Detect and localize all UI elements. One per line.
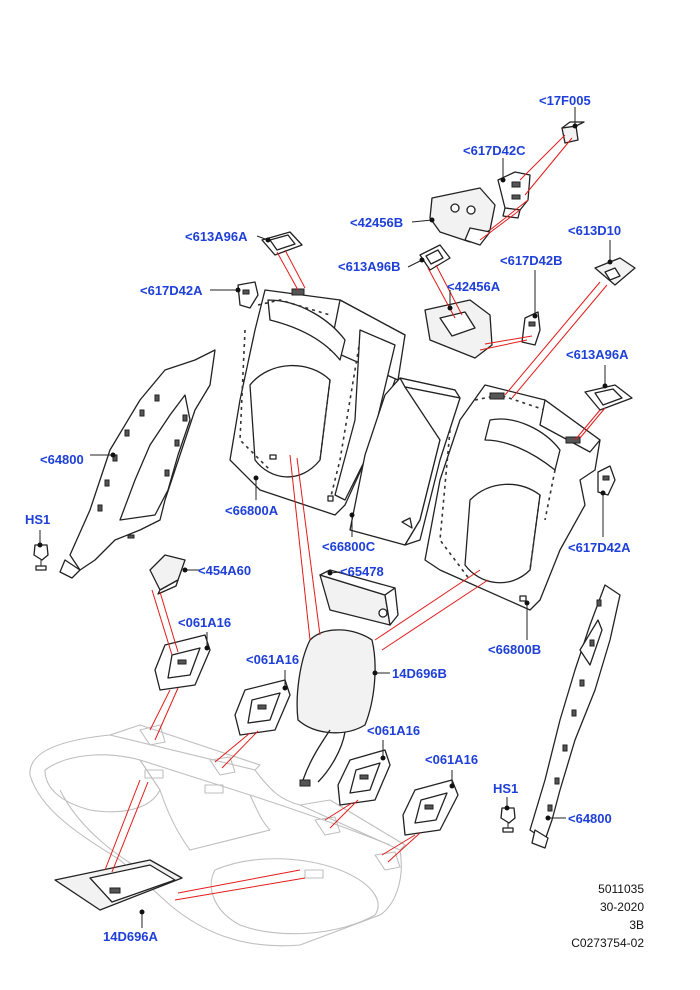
part-65478: [319, 569, 399, 626]
bezel-613A96A-right: [584, 384, 633, 411]
callout-14D696A[interactable]: 14D696A: [103, 929, 158, 944]
right-side-bolster-64800: [529, 584, 621, 849]
callout-hs1-right[interactable]: HS1: [493, 781, 519, 796]
clip-hs1-right: [500, 807, 516, 833]
guide-454A60: [149, 554, 186, 595]
heater-mat-14D696A: [54, 859, 183, 911]
seatback-right-66800B: [424, 384, 601, 611]
callout-613A96A-right[interactable]: <613A96A: [566, 347, 629, 362]
cover-613D10: [594, 257, 636, 286]
drawing-number: 5011035: [598, 882, 644, 896]
callout-66800A[interactable]: <66800A: [225, 503, 279, 518]
callout-66800B[interactable]: <66800B: [488, 642, 542, 657]
drawing-id: C0273754-02: [571, 936, 644, 950]
callout-061A16-b[interactable]: <061A16: [246, 652, 300, 667]
callout-613A96A-left[interactable]: <613A96A: [185, 229, 248, 244]
callout-617D42B[interactable]: <617D42B: [500, 253, 563, 268]
callout-64800-left[interactable]: <64800: [40, 452, 84, 467]
callout-66800C[interactable]: <66800C: [322, 539, 376, 554]
clip-061A16-b: [234, 679, 291, 736]
heater-mat-14D696B: [296, 629, 376, 787]
callout-42456B[interactable]: <42456B: [350, 215, 404, 230]
callout-613D10[interactable]: <613D10: [568, 223, 622, 238]
callout-617D42A-right[interactable]: <617D42A: [568, 540, 631, 555]
cover-42456B: [429, 187, 496, 246]
callout-061A16-d[interactable]: <061A16: [425, 752, 479, 767]
callout-617D42C[interactable]: <617D42C: [463, 143, 526, 158]
callout-hs1-left[interactable]: HS1: [25, 512, 51, 527]
callout-42456A[interactable]: <42456A: [447, 279, 501, 294]
seat-cushion-outline: [29, 724, 406, 947]
drawing-date-code: 30-2020: [599, 900, 644, 914]
center-armrest-66800C: [349, 377, 461, 546]
leader-lines: [37, 107, 613, 928]
callout-617D42A-left[interactable]: <617D42A: [140, 283, 203, 298]
assembly-lines: [104, 134, 608, 901]
callout-061A16-a[interactable]: <061A16: [178, 615, 232, 630]
clip-061A16-d: [402, 779, 459, 836]
drawing-section: 3B: [629, 918, 644, 932]
cover-42456A: [424, 299, 493, 359]
callout-65478[interactable]: <65478: [340, 564, 384, 579]
clip-061A16-a: [154, 634, 211, 691]
bezel-613A96A-left: [261, 231, 303, 256]
drawing-reference-block: 5011035 30-2020 3B C0273754-02: [571, 880, 644, 952]
callout-17F005[interactable]: <17F005: [539, 93, 591, 108]
seatback-left-66800A: [229, 288, 406, 516]
bracket-617D42A-left: [237, 281, 259, 309]
callout-613A96B[interactable]: <613A96B: [338, 259, 401, 274]
bracket-617D42A-right: [597, 465, 616, 496]
clip-hs1-left: [33, 544, 49, 571]
callout-64800-right[interactable]: <64800: [568, 811, 612, 826]
bezel-613A96B: [419, 244, 451, 271]
callout-454A60[interactable]: <454A60: [198, 563, 252, 578]
callout-14D696B[interactable]: 14D696B: [392, 666, 447, 681]
clip-061A16-c: [337, 749, 391, 806]
callout-061A16-c[interactable]: <061A16: [367, 723, 421, 738]
left-side-bolster-64800: [59, 349, 216, 579]
